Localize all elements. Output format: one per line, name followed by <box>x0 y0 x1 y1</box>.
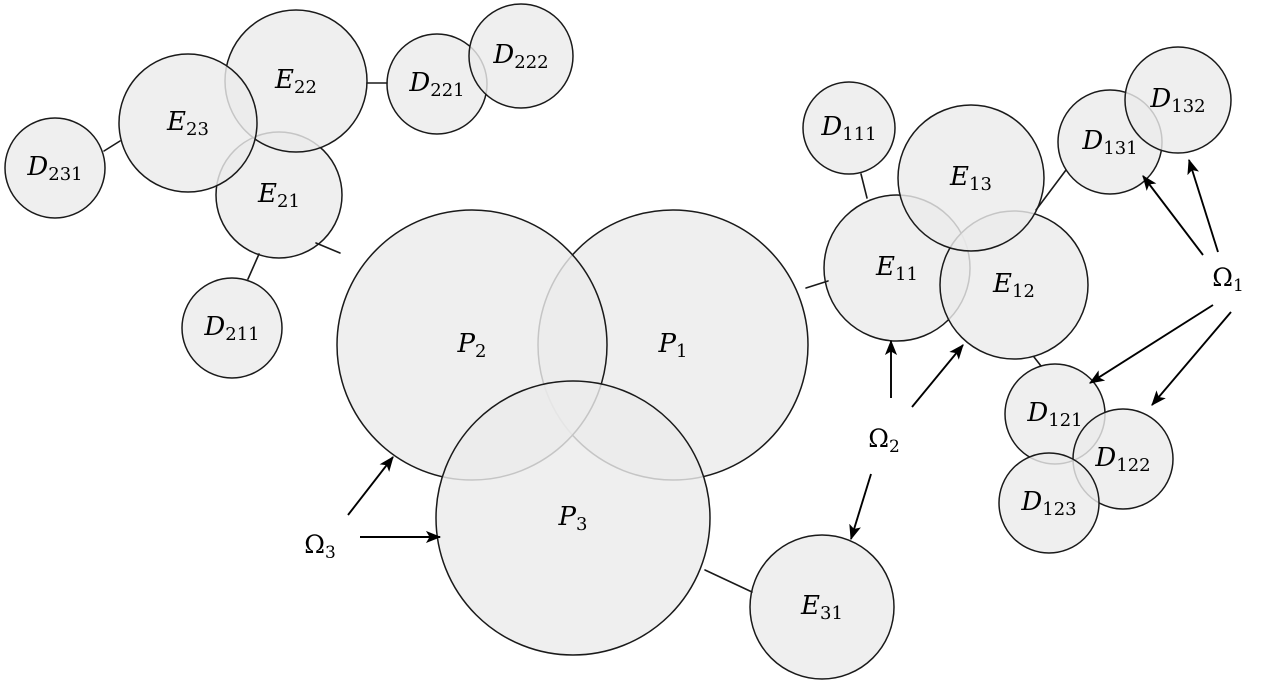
node-circle-d123[interactable] <box>998 452 1100 554</box>
node-label-d221: D221 <box>408 68 464 101</box>
node-label-d211: D211 <box>203 312 259 345</box>
node-label-d111: D111 <box>820 112 876 145</box>
node-circle-d111[interactable] <box>802 81 896 175</box>
node-label-p3: P3 <box>558 502 588 535</box>
arrow-omega1-to-d122 <box>1151 311 1232 406</box>
node-label-p1: P1 <box>658 329 688 362</box>
node-circle-d222[interactable] <box>468 3 574 109</box>
node-label-e23: E23 <box>166 107 209 140</box>
node-label-d131: D131 <box>1081 126 1137 159</box>
edge-e23-to-d231 <box>103 140 121 152</box>
node-circle-d211[interactable] <box>181 277 283 379</box>
edge-e11-to-d111 <box>860 173 868 199</box>
edge-p1-to-e11 <box>805 280 829 289</box>
node-circle-e23[interactable] <box>118 53 258 193</box>
arrow-omega2-to-e31 <box>849 473 872 541</box>
arrow-omega1-to-d131 <box>1142 175 1204 256</box>
node-label-p2: P2 <box>457 329 487 362</box>
node-circle-e31[interactable] <box>749 534 895 680</box>
edge-group <box>103 82 1067 593</box>
edge-p2-to-e21 <box>315 242 341 254</box>
node-circle-d132[interactable] <box>1124 46 1232 154</box>
annotation-label-omega2: Ω2 <box>868 424 900 457</box>
node-label-d132: D132 <box>1149 84 1205 117</box>
node-label-d123: D123 <box>1020 487 1076 520</box>
node-label-e21: E21 <box>257 179 300 212</box>
edge-p3-to-e31 <box>704 569 753 593</box>
arrow-omega2-to-e12 <box>911 344 964 408</box>
arrow-omega1-to-d121 <box>1089 304 1214 384</box>
edge-e13-to-d131 <box>1035 169 1067 211</box>
annotation-label-omega1: Ω1 <box>1212 263 1244 296</box>
node-label-d222: D222 <box>492 40 548 73</box>
node-label-d121: D121 <box>1026 398 1082 431</box>
annotation-label-omega3: Ω3 <box>304 530 336 563</box>
node-label-d231: D231 <box>26 152 82 185</box>
node-label-e12: E12 <box>992 269 1035 302</box>
arrow-omega1-to-d132 <box>1187 158 1219 253</box>
node-circle-d231[interactable] <box>4 117 106 219</box>
node-label-e22: E22 <box>274 65 317 98</box>
node-label-d122: D122 <box>1094 443 1150 476</box>
edge-e12-to-d121 <box>1033 356 1042 367</box>
node-label-e31: E31 <box>800 591 843 624</box>
node-circle-group <box>4 3 1232 680</box>
arrow-omega3-to-p2 <box>347 456 394 516</box>
annotation-arrow-group <box>347 158 1232 544</box>
node-label-e13: E13 <box>949 162 992 195</box>
node-circle-p3[interactable] <box>435 380 711 656</box>
node-label-e11: E11 <box>875 252 918 285</box>
edge-e21-to-d211 <box>247 253 260 280</box>
node-circle-e13[interactable] <box>897 104 1045 252</box>
